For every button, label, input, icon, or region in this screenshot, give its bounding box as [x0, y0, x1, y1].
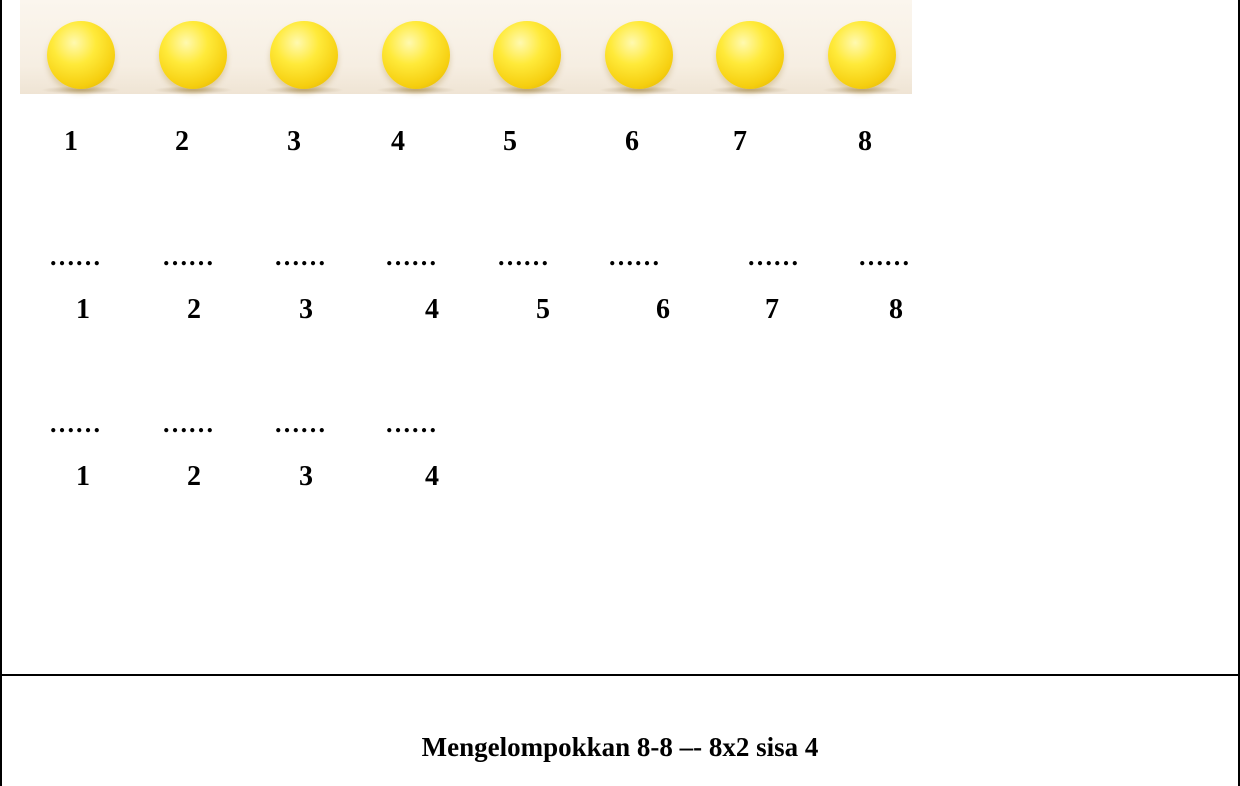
yellow-ball-icon — [270, 21, 338, 89]
top-number: 5 — [503, 128, 517, 156]
top-number: 3 — [287, 128, 301, 156]
yellow-ball-icon — [159, 21, 227, 89]
group-two-number: 2 — [187, 463, 201, 491]
yellow-ball-icon — [828, 21, 896, 89]
blank-dots: …… — [162, 411, 214, 437]
blank-dots: …… — [385, 411, 437, 437]
blank-dots: …… — [274, 244, 326, 270]
group-two-number: 1 — [76, 463, 90, 491]
top-number: 6 — [625, 128, 639, 156]
ball-strip — [20, 0, 912, 94]
blank-dots: …… — [49, 244, 101, 270]
blank-dots: …… — [162, 244, 214, 270]
blank-dots: …… — [385, 244, 437, 270]
group-two-number: 4 — [425, 463, 439, 491]
blank-dots: …… — [608, 244, 660, 270]
blank-dots: …… — [747, 244, 799, 270]
cell-divider — [0, 674, 1240, 676]
blank-dots: …… — [49, 411, 101, 437]
group-one-number: 6 — [656, 296, 670, 324]
top-number: 1 — [64, 128, 78, 156]
top-number: 4 — [391, 128, 405, 156]
grouping-caption: Mengelompokkan 8-8 –- 8x2 sisa 4 — [0, 734, 1240, 761]
group-one-number: 4 — [425, 296, 439, 324]
group-one-number: 2 — [187, 296, 201, 324]
yellow-ball-icon — [382, 21, 450, 89]
group-one-number: 7 — [765, 296, 779, 324]
blank-dots: …… — [497, 244, 549, 270]
group-one-number: 8 — [889, 296, 903, 324]
yellow-ball-icon — [47, 21, 115, 89]
group-one-number: 1 — [76, 296, 90, 324]
top-number: 7 — [733, 128, 747, 156]
yellow-ball-icon — [605, 21, 673, 89]
group-one-number: 3 — [299, 296, 313, 324]
yellow-ball-icon — [716, 21, 784, 89]
group-two-number: 3 — [299, 463, 313, 491]
yellow-ball-icon — [493, 21, 561, 89]
blank-dots: …… — [274, 411, 326, 437]
top-number: 2 — [175, 128, 189, 156]
top-number: 8 — [858, 128, 872, 156]
blank-dots: …… — [858, 244, 910, 270]
frame-left-border — [0, 0, 2, 786]
group-one-number: 5 — [536, 296, 550, 324]
